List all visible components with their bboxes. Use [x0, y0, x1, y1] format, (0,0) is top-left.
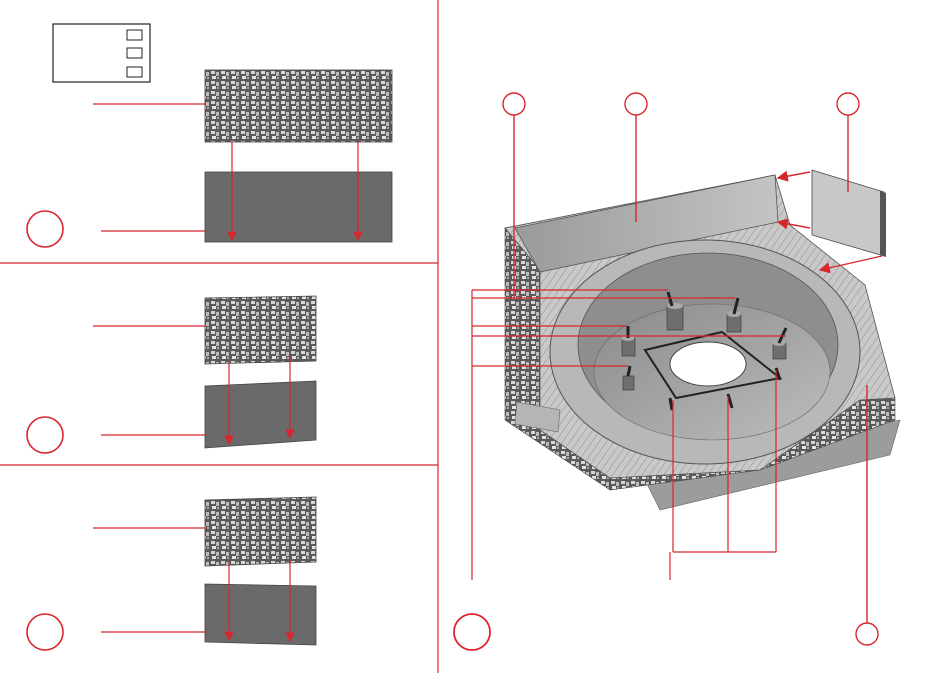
- callout-circle-large: [454, 614, 490, 650]
- backing-panel: [205, 584, 316, 645]
- step-3: [27, 497, 316, 650]
- textured-sheet: [205, 296, 316, 364]
- arrow: [778, 172, 810, 178]
- callout-circle: [27, 211, 63, 247]
- backing-panel: [205, 381, 316, 448]
- callout-circle: [503, 93, 525, 115]
- textured-sheet: [205, 497, 316, 566]
- callout-circle: [27, 417, 63, 453]
- wall-panel-part: [812, 170, 886, 257]
- peg: [670, 398, 672, 410]
- legend-checkbox-3: [127, 67, 142, 77]
- callout-circle: [837, 93, 859, 115]
- textured-sheet: [205, 70, 392, 142]
- backing-panel: [205, 172, 392, 242]
- legend-box: [53, 24, 150, 82]
- callout-circle: [856, 623, 878, 645]
- step-2: [27, 296, 316, 453]
- callout-circle: [625, 93, 647, 115]
- legend-checkbox-2: [127, 48, 142, 58]
- callout-circle: [27, 614, 63, 650]
- step-1: [27, 70, 392, 247]
- center-hole: [670, 342, 746, 386]
- legend-checkbox-1: [127, 30, 142, 40]
